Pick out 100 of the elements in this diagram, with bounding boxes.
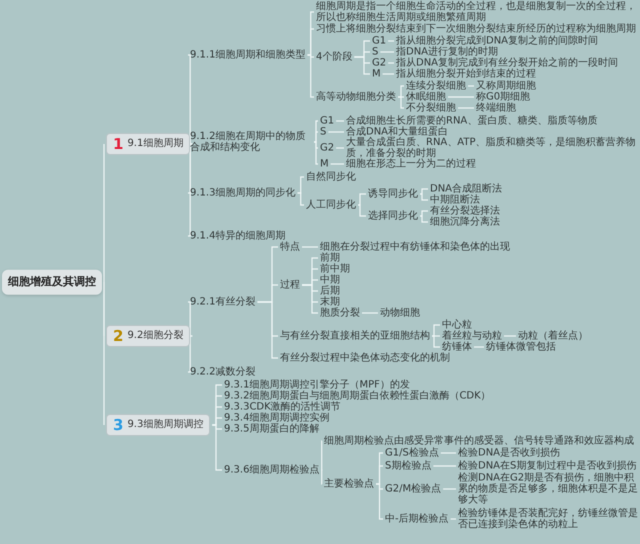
topic-text: 9.3.2细胞周期蛋白与细胞周期蛋白依赖性蛋白激酶（CDK） [224,390,491,402]
connector-line [336,147,344,149]
topic-text: 细胞沉降分离法 [430,216,500,228]
connector-line [212,424,222,471]
connector-line [336,120,344,122]
topic-text: 中期阻断法 [430,194,480,206]
connector-line [307,54,314,98]
topic-text: 细胞在分裂过程中有纺锤体和染色体的出现 [320,242,510,252]
connector-line [330,163,344,165]
topic-text: 中心粒 [442,320,472,330]
connector-line [433,465,456,467]
topic-text: 合成细胞生长所需要的RNA、蛋白质、糖类、脂质等物质 [346,116,598,126]
topic-text: 纺锤体微管包括 [486,342,556,352]
topic-text: 前期 [320,252,340,264]
branch-box [106,414,210,436]
connector-line [297,192,304,206]
topic-text: 人工同步化 [306,200,356,210]
connector-line [314,131,318,143]
connector-line [420,188,428,195]
topic-text: 9.3.6细胞周期检验点 [224,464,320,476]
connector-line [432,324,440,337]
topic-text: 9.3.1细胞周期调控引擎分子（MPF）的发 [224,380,410,390]
topic-text: G2 [372,58,386,68]
topic-text: 大量合成蛋白质、RNA、ATP、脂质和糖类等，是细胞积蓄营养物质，准备分裂的时期 [346,137,636,159]
branch-number: 2 [113,327,124,345]
topic-text: 4个阶段 [316,52,352,62]
connector-line [376,465,383,485]
connector-line [504,335,516,337]
connector-line [458,107,474,109]
connector-line [420,210,428,217]
connector-line [314,141,318,165]
topic-text: DNA合成阻断法 [430,184,502,194]
connector-line [468,85,474,87]
connector-line [320,440,323,471]
connector-line [398,96,404,109]
topic-text: 检验DNA在S期复制过程中是否收到损伤 [458,460,639,472]
topic-text: 特点 [280,242,300,252]
branch-number: 3 [113,416,124,434]
topic-text: 检测DNA在G2期是否有损伤，细胞中积累的物质是否足够多，细胞体积是不是足够大等 [458,472,639,506]
topic-text: 诱导同步化 [368,188,418,200]
topic-text: 与有丝分裂直接相关的亚细胞结构 [280,330,430,342]
connector-line [398,85,404,98]
topic-text: 细胞在形态上一分为二的过程 [346,158,476,170]
topic-text: 9.3.4细胞周期调控实例 [224,412,330,424]
branch-box [106,325,190,347]
connector-line [307,28,314,56]
topic-text: 9.2.2减数分裂 [190,366,256,378]
topic-text: 高等动物细胞分类 [316,92,396,102]
topic-text: S期检验点 [385,460,432,472]
topic-text: 不分裂细胞 [406,102,456,114]
connector-line [297,176,304,194]
connector-line [432,335,440,337]
topic-text: 9.1.1细胞周期和细胞类型 [190,50,306,60]
connector-line [103,281,105,426]
topic-text: 终端细胞 [476,102,516,114]
topic-text: 9.1.4特异的细胞周期 [190,230,286,242]
topic-text: 动粒（着丝点） [518,330,588,342]
branch-title: 9.1细胞周期 [127,138,184,150]
topic-text: G2 [320,142,334,154]
connector-line [450,518,456,520]
topic-text: 检验纺锤体是否装配完好，纺锤丝微管是否已连接到染色体的动粒上 [458,508,639,530]
topic-text: M [320,158,329,170]
topic-text: 称G0期细胞 [476,92,530,102]
topic-text: 末期 [320,296,340,308]
topic-text: 9.3.3CDK激酶的活性调节 [224,402,341,412]
topic-text: G1 [320,116,334,126]
topic-text: 指DNA进行复制的时期 [396,46,498,58]
topic-text: 自然同步化 [306,172,356,182]
connector-line [103,143,105,283]
branch-box [106,133,190,155]
topic-text: 9.1.3细胞周期的同步化 [190,188,296,198]
connector-line [380,51,394,53]
topic-text: 指从DNA复制完成到有丝分裂开始之前的一段时间 [396,58,618,68]
topic-text: 有丝分裂过程中染色体动态变化的机制 [280,352,450,364]
topic-text: 中期 [320,274,340,286]
topic-text: 有丝分裂选择法 [430,206,500,216]
topic-text: 9.1.2细胞在周期中的物质合成和结构变化 [190,131,312,153]
branch-title: 9.3细胞周期调控 [127,419,204,431]
connector-line [440,452,456,454]
connector-line [420,215,428,223]
topic-text: 过程 [280,280,300,290]
topic-text: G2/M检验点 [385,484,442,494]
connector-line [474,346,484,348]
topic-text: S [320,126,326,138]
topic-text: 检验DNA是否收到损伤 [458,448,560,458]
topic-text: 细胞周期检验点由感受异常事件的感受器、信号转导通路和效应器构成 [324,436,634,446]
topic-text: 又称周期细胞 [476,80,536,92]
connector-line [188,335,192,373]
topic-text: 连续分裂细胞 [406,80,466,92]
topic-text: 后期 [320,286,340,296]
connector-line [188,143,192,237]
connector-line [388,62,394,64]
topic-text: 纺锤体 [442,342,472,352]
connector-line [382,73,394,75]
branch-number: 1 [113,135,124,153]
topic-text: 9.3.5周期蛋白的降解 [224,424,320,434]
topic-text: M [372,68,381,80]
connector-line [354,56,370,75]
connector-line [388,40,394,42]
connector-line [448,96,474,98]
